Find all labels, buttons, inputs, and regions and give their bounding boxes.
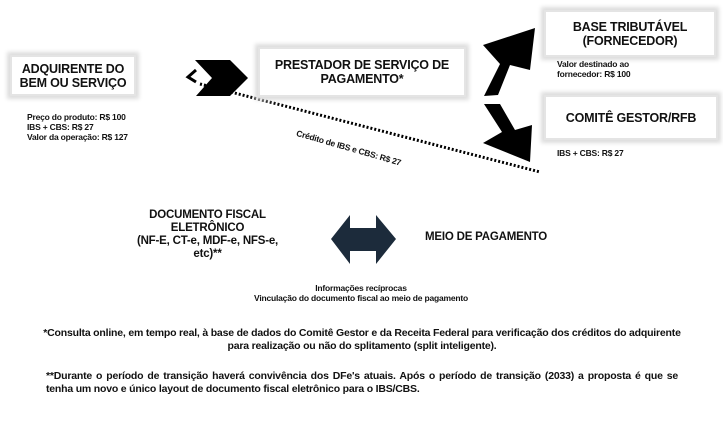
footnote-2: **Durante o período de transição haverá …: [46, 370, 678, 395]
tax-base-node: BASE TRIBUTÁVEL (FORNECEDOR): [544, 10, 716, 57]
acquirer-label: ADQUIRENTE DO BEM OU SERVIÇO: [19, 61, 127, 90]
committee-value: IBS + CBS: R$ 27: [557, 148, 624, 158]
psp-label: PRESTADOR DE SERVIÇO DE PAGAMENTO*: [274, 58, 450, 86]
committee-label: COMITÊ GESTOR/RFB: [565, 110, 697, 125]
double-arrow-icon: [331, 215, 396, 264]
psp-node: PRESTADOR DE SERVIÇO DE PAGAMENTO*: [258, 47, 466, 97]
curved-arrow-down-icon: [483, 104, 532, 162]
footnote-1: *Consulta online, em tempo real, à base …: [43, 327, 681, 352]
fiscal-doc-line: ELETRÔNICO: [170, 222, 245, 234]
fiscal-doc-line: DOCUMENTO FISCAL: [149, 209, 266, 221]
fiscal-doc-node: DOCUMENTO FISCAL ELETRÔNICO (NF-E, CT-e,…: [105, 209, 310, 261]
reciprocal-line: Vinculação do documento fiscal ao meio d…: [254, 293, 468, 303]
supplier-value-line: Valor destinado ao: [557, 59, 629, 69]
supplier-value: Valor destinado ao fornecedor: R$ 100: [557, 59, 631, 79]
credit-dotted-line: [199, 82, 541, 174]
fiscal-doc-line: (NF-E, CT-e, MDF-e, NFS-e,: [136, 235, 279, 247]
credit-arrowhead-icon: [185, 68, 197, 84]
operation-value-text: Valor da operação: R$ 127: [27, 132, 128, 142]
supplier-value-line: fornecedor: R$ 100: [557, 69, 631, 79]
committee-node: COMITÊ GESTOR/RFB: [544, 95, 718, 140]
acquirer-values: Preço do produto: R$ 100 IBS + CBS: R$ 2…: [27, 112, 128, 142]
tax-base-label: BASE TRIBUTÁVEL (FORNECEDOR): [572, 19, 688, 48]
reciprocal-info: Informações recíprocas Vinculação do doc…: [161, 283, 561, 303]
acquirer-node: ADQUIRENTE DO BEM OU SERVIÇO: [10, 55, 136, 96]
price-text: Preço do produto: R$ 100: [27, 112, 126, 122]
curved-arrow-up-icon: [483, 28, 535, 96]
chevron-arrow-icon: [195, 60, 248, 96]
tax-text: IBS + CBS: R$ 27: [27, 122, 94, 132]
fiscal-doc-line: etc)**: [193, 248, 222, 260]
payment-method-node: MEIO DE PAGAMENTO: [425, 231, 548, 243]
reciprocal-line: Informações recíprocas: [315, 283, 407, 293]
